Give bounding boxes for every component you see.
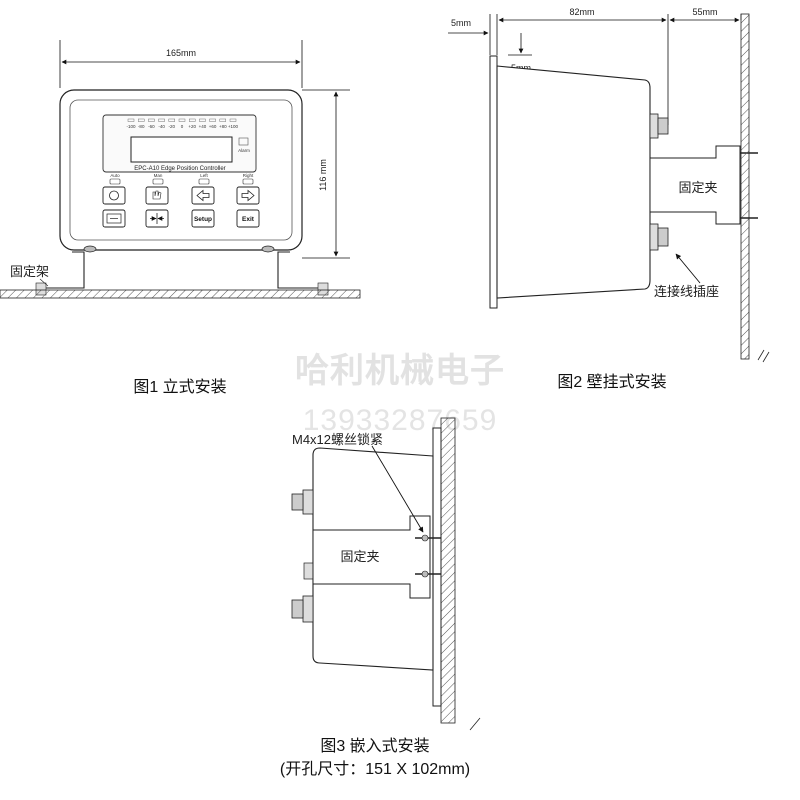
connector-bottom-3: [291, 595, 314, 623]
alarm-led: [238, 137, 249, 146]
scale-led: [178, 118, 186, 122]
controller-body-side: [496, 65, 651, 299]
scale-tick-label: +20: [188, 124, 196, 129]
bracket-screw-right: [261, 245, 275, 253]
scale-led: [158, 118, 165, 122]
indicator-man-label: Man: [154, 173, 163, 178]
scale-led: [148, 118, 155, 122]
scale-tick-label: -40: [158, 124, 165, 129]
scale-led: [188, 118, 196, 122]
scale-led: [219, 118, 227, 122]
connector-bottom: [649, 223, 669, 251]
controller-panel: [69, 99, 293, 241]
menu-icon: [106, 213, 122, 224]
alarm-label: Alarm: [238, 148, 250, 153]
scale-led: [209, 118, 216, 122]
front-flange: [489, 55, 498, 309]
exit-button-label: Exit: [242, 216, 255, 223]
indicator-right-led: [242, 178, 254, 185]
scale-led: [199, 118, 206, 122]
scale-led: [229, 118, 237, 122]
screw-label: M4x12螺丝锁紧: [292, 432, 383, 447]
width-dimension-label: 165mm: [166, 48, 196, 58]
mount-brackets: [35, 245, 329, 296]
scale-tick-label: -60: [148, 124, 155, 129]
clip-label-3: 固定夹: [340, 549, 379, 564]
mounting-clip: [649, 145, 741, 225]
mounting-panel: [440, 417, 456, 724]
figure-2-wall-mount: 5mm 82mm 55mm 5mm 固定夹: [448, 7, 770, 391]
watermark: 哈利机械电子 13933287659: [295, 352, 505, 437]
dim-right-label: 55mm: [692, 7, 717, 17]
screw-leader: [371, 445, 424, 533]
connector-top: [649, 113, 669, 139]
bracket-screw-left: [83, 245, 97, 253]
indicator-right-label: Right: [243, 173, 254, 178]
scale-tick-label: +100: [228, 124, 239, 129]
front-flange-3: [432, 427, 442, 707]
manual-button[interactable]: [145, 186, 169, 205]
power-cycle-icon: [109, 190, 119, 201]
figure-3-caption: 图3 嵌入式安装: [320, 737, 429, 755]
arrow-left-icon: [196, 189, 210, 202]
break-mark-1: [757, 349, 765, 361]
scale-led: [137, 118, 145, 122]
bracket-label: 固定架: [10, 264, 49, 279]
indicator-left-label: Left: [200, 173, 208, 178]
right-button[interactable]: [236, 186, 260, 205]
screw-head-upper: [421, 534, 429, 542]
scale-led: [127, 118, 135, 122]
dim-left-label: 5mm: [451, 18, 471, 28]
figure-3-cutout-note: (开孔尺寸：151 X 102mm): [280, 760, 470, 778]
button-row-1: [102, 186, 260, 205]
scale-tick-label: -100: [126, 124, 136, 129]
center-icon: [150, 213, 164, 224]
setup-button[interactable]: [191, 209, 215, 228]
clip-label: 固定夹: [678, 180, 717, 195]
button-row-2: Setup Exit: [102, 209, 260, 228]
connector-middle-3: [303, 562, 314, 580]
figure-3-panel-mount: 固定夹 M4x12螺丝锁紧 图3 嵌入式安装 (开孔尺寸：151 X 102mm…: [280, 417, 481, 778]
scale-led: [168, 118, 176, 122]
scale-tick-label: -80: [138, 124, 145, 129]
connector-top-3: [291, 489, 314, 515]
indicator-man-led: [152, 178, 164, 185]
auto-button[interactable]: [102, 186, 126, 205]
bracket-leader-line: [39, 278, 49, 287]
lcd-screen: [130, 136, 233, 163]
left-button[interactable]: [191, 186, 215, 205]
base-plate: [0, 289, 361, 299]
scale-ticks: -100-80-60-40 -20 0 +20+40+60+80+100: [126, 118, 239, 129]
scale-tick-label: +80: [219, 124, 227, 129]
model-label: EPC-A10 Edge Position Controller: [134, 166, 225, 172]
break-mark-3: [469, 717, 481, 731]
scale-tick-label: +60: [209, 124, 217, 129]
dim-top-label: 82mm: [569, 7, 594, 17]
watermark-name: 哈利机械电子: [295, 352, 505, 390]
indicator-auto-led: [109, 178, 121, 185]
connector-label: 连接线插座: [654, 284, 719, 299]
watermark-phone: 13933287659: [303, 404, 498, 437]
scale-tick-label: 0: [181, 124, 184, 129]
scale-tick-label: +40: [199, 124, 207, 129]
indicator-leds: Auto Man Left Right: [109, 173, 254, 185]
hand-icon: [152, 190, 162, 200]
break-mark-2: [762, 351, 770, 363]
figure-1-caption: 图1 立式安装: [133, 378, 226, 396]
setup-button-label: Setup: [194, 216, 212, 223]
connector-leader: [675, 253, 701, 284]
scale-tick-label: -20: [169, 124, 176, 129]
figure-2-caption: 图2 壁挂式安装: [557, 372, 666, 391]
wall: [740, 13, 750, 360]
mounting-clip-3: [312, 515, 431, 599]
indicator-left-led: [198, 178, 210, 185]
screw-head-lower: [421, 570, 429, 578]
arrow-right-icon: [241, 189, 255, 202]
indicator-auto-label: Auto: [110, 173, 120, 178]
exit-button[interactable]: [236, 209, 260, 228]
height-dimension-label: 116 mm: [318, 159, 328, 191]
